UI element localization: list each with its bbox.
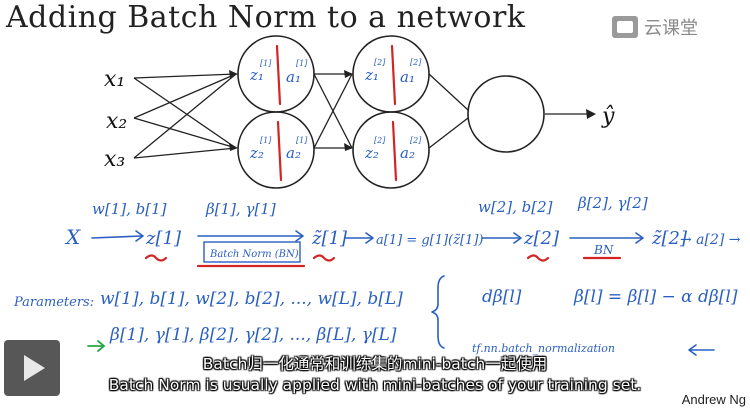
update-rule: β[l] = β[l] − α dβ[l] (573, 287, 738, 307)
batch-norm-box (203, 241, 301, 263)
chain-beta1-gamma1: β[1], γ[1] (205, 200, 276, 218)
chain-a2: → a[2] → (680, 232, 741, 248)
arrowheads-layer2 (344, 70, 353, 151)
svg-text:[2]: [2] (374, 58, 386, 67)
parameters-block: Parameters: w[1], b[1], w[2], b[2], ...,… (13, 275, 738, 356)
chain-w2b2: w[2], b[2] (478, 198, 553, 216)
svg-text:z₂: z₂ (364, 144, 379, 162)
logo: 云课堂 (612, 14, 698, 40)
chain-batch-norm-label: Batch Norm (BN) (209, 249, 299, 260)
params-label: Parameters: (13, 295, 94, 310)
output-yhat: ŷ (601, 104, 615, 129)
input-x2: x₂ (106, 109, 127, 134)
svg-text:[1]: [1] (260, 59, 272, 68)
input-x1: x₁ (104, 67, 125, 92)
edges-layer1-layer2 (313, 73, 353, 149)
svg-text:[1]: [1] (296, 136, 308, 145)
logo-text: 云课堂 (644, 18, 698, 39)
svg-text:a₁: a₁ (286, 68, 301, 86)
dbeta: dβ[l] (482, 287, 522, 307)
author-credit: Andrew Ng (681, 392, 746, 407)
play-icon (24, 355, 45, 381)
svg-text:z₁: z₁ (364, 66, 379, 84)
svg-text:a₁: a₁ (400, 68, 415, 86)
chain-z1: z[1] (145, 228, 182, 249)
arrowheads-layer1 (229, 70, 238, 151)
svg-text:[1]: [1] (260, 136, 272, 145)
chain-ztilde1: z̃[1] (311, 228, 348, 249)
tf-call: tf.nn.batch_normalization (472, 342, 615, 355)
cloud-classroom-logo-icon (612, 16, 638, 38)
node-layer1-1: z₁ [1] a₁ [1] (237, 35, 315, 113)
params-row2: β[1], γ[1], β[2], γ[2], ..., β[L], γ[L] (109, 325, 397, 345)
chain-w1b1: w[1], b[1] (92, 200, 167, 218)
subtitle-line-en: Batch Norm is usually applied with mini-… (108, 376, 642, 394)
chain-x: X (64, 225, 81, 249)
chain-a1: a[1] = g[1](z̃[1]) (376, 233, 483, 248)
svg-text:z₁: z₁ (249, 66, 264, 84)
svg-text:[2]: [2] (410, 136, 422, 145)
forward-chain: X w[1], b[1] z[1] β[1], γ[1] Batch Norm … (64, 194, 741, 268)
subtitle-area: Batch归一化通常和训练集的mini-batch一起使用 Batch Norm… (0, 354, 750, 396)
edges-layer2-output (428, 73, 592, 149)
play-button[interactable] (4, 340, 60, 396)
svg-text:[2]: [2] (410, 58, 422, 67)
svg-text:[2]: [2] (374, 136, 386, 145)
svg-text:z₂: z₂ (249, 144, 264, 162)
chain-bn: BN (593, 243, 614, 257)
svg-text:a₂: a₂ (400, 144, 415, 162)
node-layer1-2: z₂ [1] a₂ [1] (237, 111, 315, 189)
chain-z2: z[2] (523, 228, 560, 249)
output-arrowhead (586, 109, 596, 119)
edges-input-layer1 (133, 73, 237, 159)
svg-text:[1]: [1] (296, 59, 308, 68)
slide-title: Adding Batch Norm to a network (6, 0, 526, 35)
node-layer2-2: z₂ [2] a₂ [2] (352, 111, 430, 189)
params-row1: w[1], b[1], w[2], b[2], ..., w[L], b[L] (100, 289, 403, 309)
svg-text:a₂: a₂ (286, 144, 301, 162)
node-output (467, 75, 545, 153)
chain-beta2-gamma2: β[2], γ[2] (577, 194, 648, 212)
input-x3: x₃ (104, 147, 125, 172)
subtitle-line-zh: Batch归一化通常和训练集的mini-batch一起使用 (202, 355, 548, 373)
node-layer2-1: z₁ [2] a₁ [2] (352, 35, 430, 113)
chain-ztilde2: z̃[2] (651, 228, 688, 249)
